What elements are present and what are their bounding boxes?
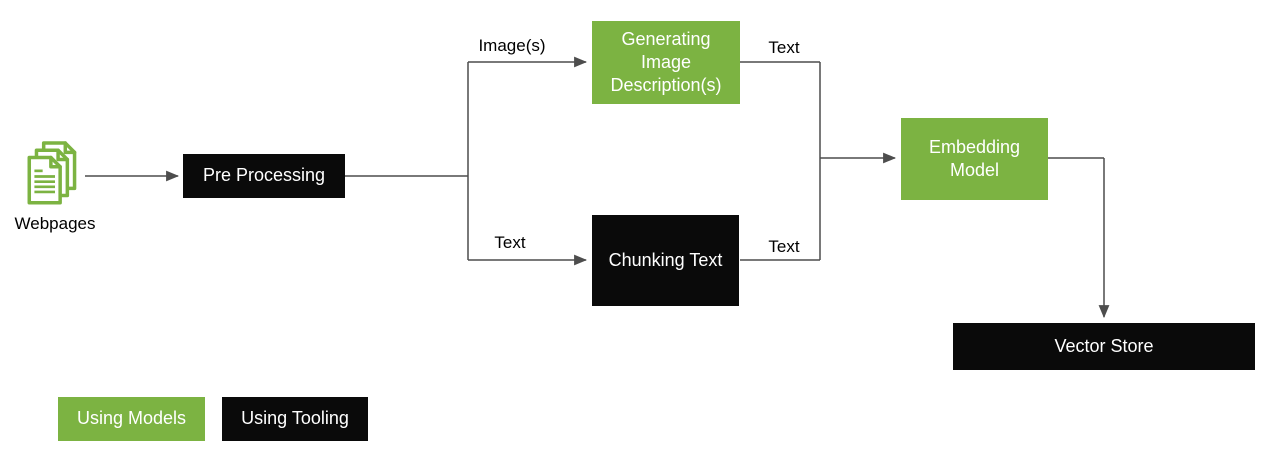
node-vector-store-label: Vector Store: [1054, 335, 1154, 356]
node-chunking-text: Chunking Text: [592, 215, 739, 306]
legend-using-tooling-label: Using Tooling: [241, 408, 349, 429]
node-pre-processing: Pre Processing: [183, 154, 345, 198]
edge-label-text-from-chunking: Text: [768, 237, 800, 256]
legend-using-models-label: Using Models: [76, 408, 187, 429]
node-generating-image-descriptions-label: Generating Image Description(s): [610, 28, 722, 96]
webpages-label: Webpages: [14, 214, 96, 233]
legend-using-models: Using Models: [58, 397, 205, 441]
node-vector-store: Vector Store: [953, 323, 1255, 370]
node-pre-processing-label: Pre Processing: [202, 165, 326, 186]
node-chunking-text-label: Chunking Text: [608, 249, 723, 270]
edge-label-text-from-descriptions: Text: [768, 38, 800, 57]
node-embedding-model: Embedding Model: [901, 118, 1048, 200]
edge-label-text-to-chunking: Text: [494, 233, 526, 252]
edge-label-images: Image(s): [478, 36, 546, 55]
legend-using-tooling: Using Tooling: [222, 397, 368, 441]
webpages-documents-icon: [27, 141, 83, 211]
node-embedding-model-label: Embedding Model: [928, 136, 1021, 180]
node-generating-image-descriptions: Generating Image Description(s): [592, 21, 740, 104]
